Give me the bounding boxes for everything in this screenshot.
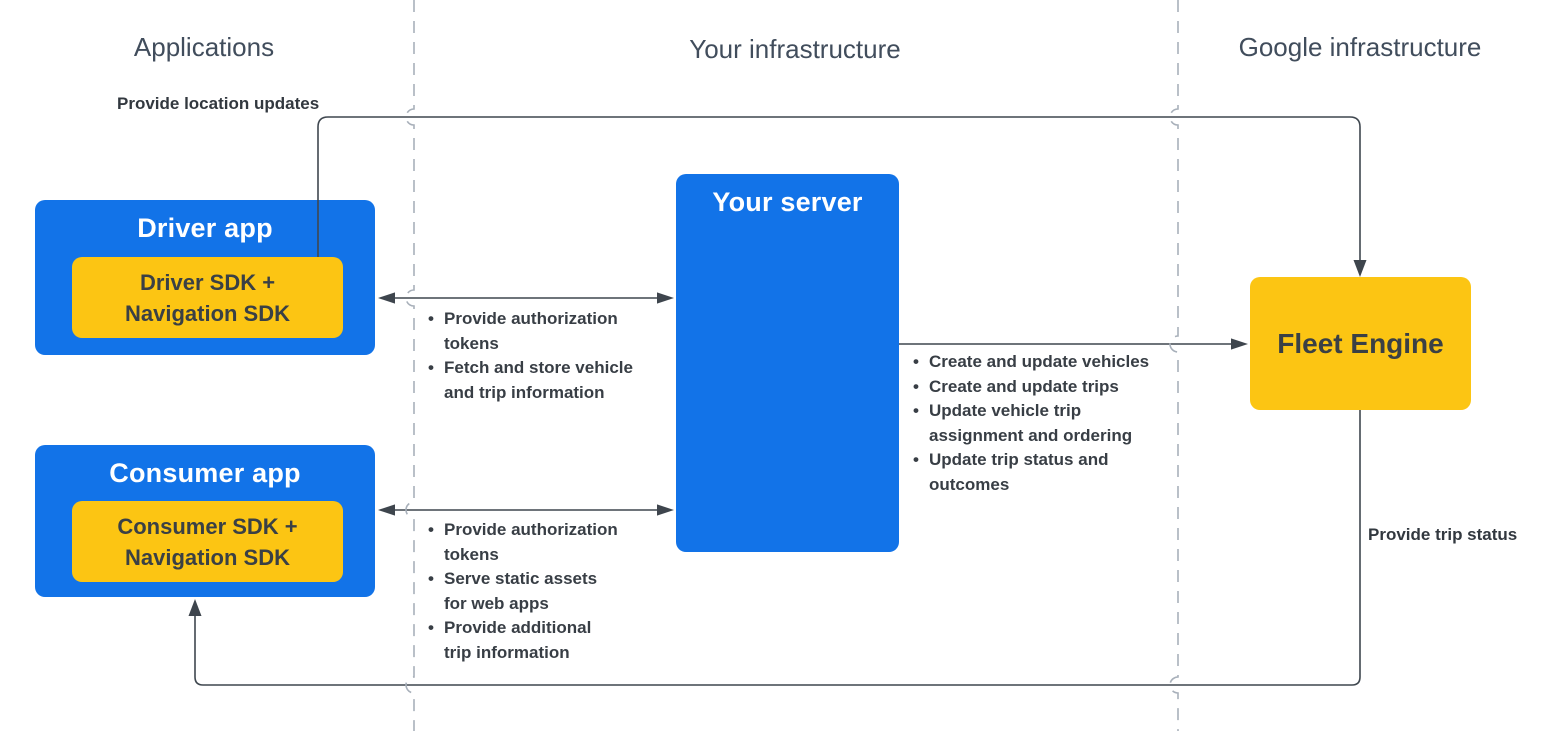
driver-server-bullet-list: • Provide authorization tokens • Fetch a…	[428, 307, 678, 405]
divider-applications-infrastructure	[405, 0, 415, 731]
bullet-icon: •	[428, 309, 434, 328]
your-server-title: Your server	[712, 187, 863, 217]
bullet-icon: •	[428, 618, 434, 637]
your-server-box: Your server	[676, 174, 899, 552]
right-arrowhead-icon	[657, 292, 674, 304]
bullet-icon: •	[428, 569, 434, 588]
column-header-applications: Applications	[133, 32, 275, 62]
driver-app-title: Driver app	[137, 213, 273, 243]
bullet-icon: •	[913, 376, 919, 396]
driver-sdk-box: Driver SDK + Navigation SDK	[72, 257, 343, 338]
list-item: • Provide additional trip information	[428, 616, 678, 665]
consumer-app-title: Consumer app	[109, 458, 301, 488]
driver-sdk-label: Driver SDK + Navigation SDK	[124, 269, 291, 326]
left-arrowhead-icon	[378, 504, 395, 516]
driver-app-box: Driver app Driver SDK + Navigation SDK	[35, 200, 375, 355]
list-item: • Create and update trips	[913, 375, 1193, 400]
consumer-server-bullet-list: • Provide authorization tokens • Serve s…	[428, 518, 678, 665]
list-item: • Update vehicle trip assignment and ord…	[913, 399, 1193, 448]
down-arrowhead-icon	[1353, 260, 1367, 277]
bullet-icon: •	[428, 358, 434, 377]
fleet-engine-title: Fleet Engine	[1277, 327, 1444, 359]
right-arrowhead-icon	[1231, 338, 1248, 350]
consumer-sdk-label: Consumer SDK + Navigation SDK	[117, 513, 298, 570]
bullet-icon: •	[428, 520, 434, 539]
list-item: • Create and update vehicles	[913, 350, 1193, 375]
trip-status-label: Provide trip status	[1368, 525, 1518, 544]
up-arrowhead-icon	[188, 599, 202, 616]
bullet-icon: •	[913, 401, 919, 420]
list-item: • Serve static assets for web apps	[428, 567, 678, 616]
list-item: • Update trip status and outcomes	[913, 448, 1193, 497]
server-fleet-bullet-list: • Create and update vehicles • Create an…	[913, 350, 1193, 497]
column-header-your-infrastructure: Your infrastructure	[689, 34, 901, 64]
consumer-app-box: Consumer app Consumer SDK + Navigation S…	[35, 445, 375, 597]
list-item: • Fetch and store vehicle and trip infor…	[428, 356, 678, 405]
list-item: • Provide authorization tokens	[428, 307, 678, 356]
location-updates-label: Provide location updates	[117, 94, 320, 113]
column-header-google-infrastructure: Google infrastructure	[1238, 32, 1482, 62]
bullet-icon: •	[913, 450, 919, 469]
consumer-sdk-box: Consumer SDK + Navigation SDK	[72, 501, 343, 582]
fleet-engine-box: Fleet Engine	[1250, 277, 1471, 410]
right-arrowhead-icon	[657, 504, 674, 516]
bullet-icon: •	[913, 352, 919, 371]
left-arrowhead-icon	[378, 292, 395, 304]
list-item: • Provide authorization tokens	[428, 518, 678, 567]
